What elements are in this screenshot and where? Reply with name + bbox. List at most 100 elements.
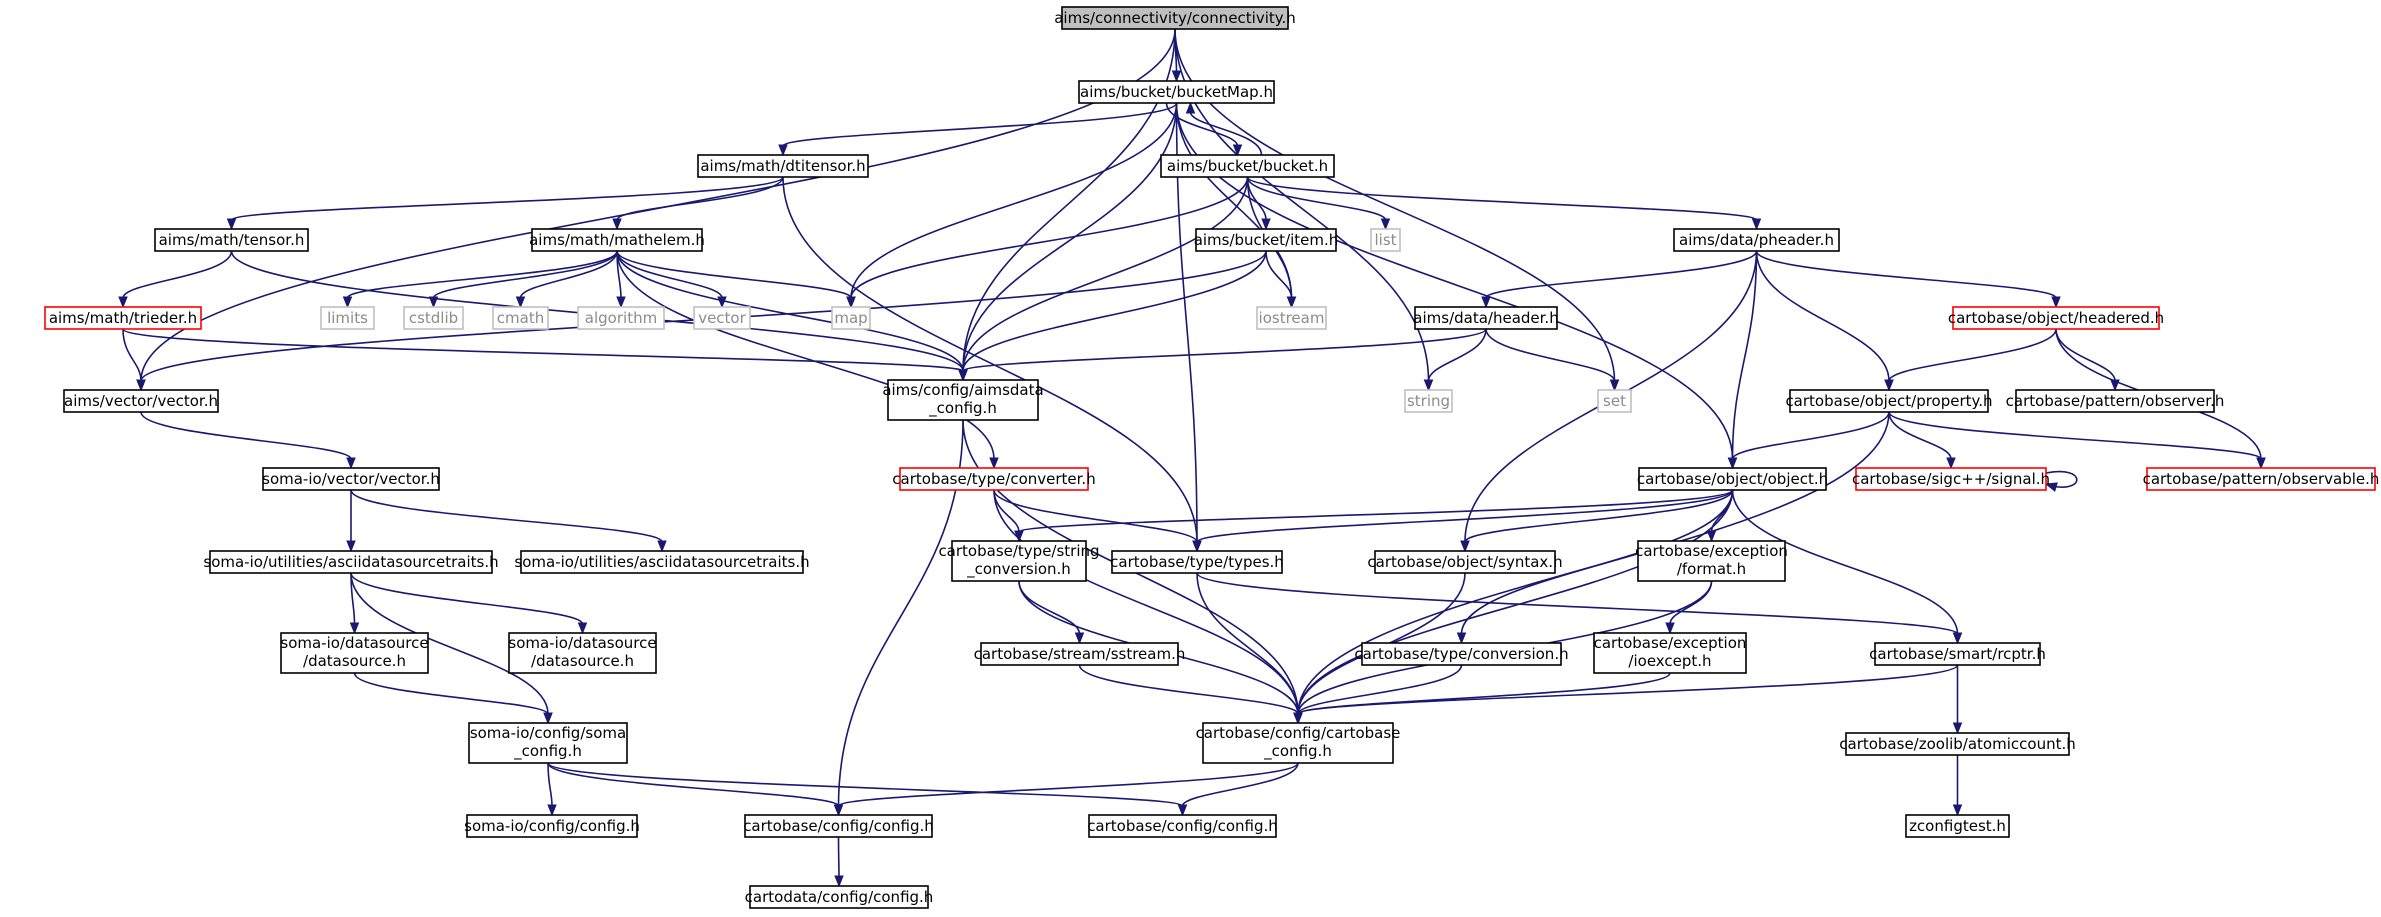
node-box <box>1111 550 1283 574</box>
node-string[interactable]: string <box>1404 389 1453 413</box>
node-mathelem[interactable]: aims/math/mathelem.h <box>529 228 705 252</box>
node-object[interactable]: cartobase/object/object.h <box>1637 467 1828 491</box>
node-algorithm[interactable]: algorithm <box>577 306 665 330</box>
node-syntax[interactable]: cartobase/object/syntax.h <box>1367 550 1563 574</box>
node-ioexcept[interactable]: cartobase/exception/ioexcept.h <box>1593 632 1747 674</box>
node-converter[interactable]: cartobase/type/converter.h <box>892 467 1096 491</box>
node-cstdlib[interactable]: cstdlib <box>403 306 464 330</box>
node-label: soma-io/utilities/asciidatasourcetraits.… <box>514 553 809 571</box>
edge-arrowhead <box>1706 530 1717 543</box>
node-zconfigtest[interactable]: zconfigtest.h <box>1905 814 2010 838</box>
edge-arrowhead <box>1751 218 1762 231</box>
node-trieder[interactable]: aims/math/trieder.h <box>44 306 202 330</box>
node-box <box>1361 642 1562 666</box>
edge-arrowhead <box>342 296 353 309</box>
node-pheader[interactable]: aims/data/pheader.h <box>1673 228 1840 252</box>
node-property[interactable]: cartobase/object/property.h <box>1785 389 1993 413</box>
edge-root-to-aimsvector <box>136 28 1176 392</box>
edge-arrowhead <box>2051 296 2061 309</box>
node-dtitensor[interactable]: aims/math/dtitensor.h <box>697 154 869 178</box>
node-label: cartobase/exception <box>1635 542 1788 560</box>
node-datasource1[interactable]: soma-io/datasource/datasource.h <box>280 632 429 674</box>
node-asciitraits2[interactable]: soma-io/utilities/asciidatasourcetraits.… <box>514 550 810 574</box>
node-signal[interactable]: cartobase/sigc++/signal.h <box>1852 467 2050 491</box>
edge-arrowhead <box>989 457 999 470</box>
node-label: list <box>1374 231 1396 249</box>
node-asciitraits1[interactable]: soma-io/utilities/asciidatasourcetraits.… <box>203 550 499 574</box>
node-somavector[interactable]: soma-io/vector/vector.h <box>262 467 440 491</box>
node-label: soma-io/vector/vector.h <box>262 470 440 488</box>
node-bucket[interactable]: aims/bucket/bucket.h <box>1160 154 1335 178</box>
node-stringconv[interactable]: cartobase/type/string_conversion.h <box>938 540 1100 582</box>
node-box <box>1256 306 1327 330</box>
edge-line <box>1297 664 1463 715</box>
node-label: soma-io/utilities/asciidatasourcetraits.… <box>203 553 498 571</box>
node-label: cartobase/stream/sstream.h <box>974 645 1186 663</box>
node-label: cartobase/config/cartobase <box>1196 724 1401 742</box>
node-sstream[interactable]: cartobase/stream/sstream.h <box>974 642 1186 666</box>
node-observable[interactable]: cartobase/pattern/observable.h <box>2143 467 2380 491</box>
node-somaconfig[interactable]: soma-io/config/config.h <box>464 814 640 838</box>
node-format[interactable]: cartobase/exception/format.h <box>1635 540 1788 582</box>
node-aimsdata_config[interactable]: aims/config/aimsdata_config.h <box>882 379 1044 421</box>
node-box <box>1597 389 1632 413</box>
node-bucketMap[interactable]: aims/bucket/bucketMap.h <box>1078 80 1275 104</box>
node-label: aims/bucket/bucket.h <box>1167 157 1328 175</box>
node-set[interactable]: set <box>1597 389 1632 413</box>
node-root[interactable]: aims/connectivity/connectivity.h <box>1054 6 1296 30</box>
node-label: cartobase/smart/rcptr.h <box>1869 645 2046 663</box>
node-list[interactable]: list <box>1370 228 1401 252</box>
node-tensor[interactable]: aims/math/tensor.h <box>154 228 309 252</box>
edge-line <box>1246 176 1387 221</box>
header-nodes: aims/connectivity/connectivity.h aims/buc… <box>44 6 2380 909</box>
edge-atomiccount-to-zconfigtest <box>1952 754 1963 817</box>
node-conversion[interactable]: cartobase/type/conversion.h <box>1354 642 1569 666</box>
node-box <box>492 306 549 330</box>
edge-arrowhead <box>515 296 526 309</box>
node-label: aims/math/tensor.h <box>159 231 305 249</box>
node-label: zconfigtest.h <box>1909 817 2006 835</box>
node-label: set <box>1603 392 1626 410</box>
edge-arrowhead <box>834 875 844 888</box>
edge-line <box>782 102 1178 147</box>
edge-aimsvector-to-somavector <box>140 411 356 470</box>
edge-cbconfig1-to-cartodataconfig <box>834 836 844 888</box>
node-label: aims/data/header.h <box>1413 309 1558 327</box>
node-header[interactable]: aims/data/header.h <box>1413 306 1559 330</box>
edge-soma_config-to-cbconfig1 <box>547 762 844 817</box>
node-atomiccount[interactable]: cartobase/zoolib/atomiccount.h <box>1839 732 2076 756</box>
edge-arrowhead <box>1946 457 1956 470</box>
edge-line <box>1485 328 1616 382</box>
edge-line <box>1018 580 1081 635</box>
node-datasource2[interactable]: soma-io/datasource/datasource.h <box>508 632 657 674</box>
node-limits[interactable]: limits <box>320 306 375 330</box>
node-item[interactable]: aims/bucket/item.h <box>1194 228 1339 252</box>
node-cbconfig1[interactable]: cartobase/config/config.h <box>743 814 934 838</box>
node-cartodataconfig[interactable]: cartodata/config/config.h <box>745 885 934 909</box>
node-cbconfig2[interactable]: cartobase/config/config.h <box>1087 814 1278 838</box>
edge-pheader-to-headered <box>1755 250 2061 309</box>
node-vector[interactable]: vector <box>693 306 751 330</box>
edge-arrowhead <box>577 622 588 635</box>
node-types[interactable]: cartobase/type/types.h <box>1110 550 1284 574</box>
edge-header-to-aimsdata_config <box>958 328 1487 382</box>
node-aimsvector[interactable]: aims/vector/vector.h <box>63 389 219 413</box>
node-cmath[interactable]: cmath <box>492 306 549 330</box>
edge-arrowhead <box>1423 379 1434 392</box>
edge-dtitensor-to-tensor <box>226 176 784 231</box>
node-cartobase_config[interactable]: cartobase/config/cartobase_config.h <box>1196 722 1401 764</box>
node-iostream[interactable]: iostream <box>1256 306 1327 330</box>
edge-arrowhead <box>1952 632 1963 645</box>
node-label: /datasource.h <box>303 652 406 670</box>
node-soma_config[interactable]: soma-io/config/soma_config.h <box>468 722 628 764</box>
node-map[interactable]: map <box>831 306 871 330</box>
edge-arrowhead <box>346 540 356 553</box>
node-headered[interactable]: cartobase/object/headered.h <box>1948 306 2164 330</box>
node-label: aims/math/mathelem.h <box>529 231 705 249</box>
node-rcptr[interactable]: cartobase/smart/rcptr.h <box>1869 642 2046 666</box>
edge-rcptr-to-cartobase_config <box>1293 664 1959 725</box>
node-observer[interactable]: cartobase/pattern/observer.h <box>2006 389 2225 413</box>
edge-line <box>1196 489 1734 543</box>
edge-arrowhead <box>1261 218 1271 231</box>
edge-line <box>993 489 1299 715</box>
